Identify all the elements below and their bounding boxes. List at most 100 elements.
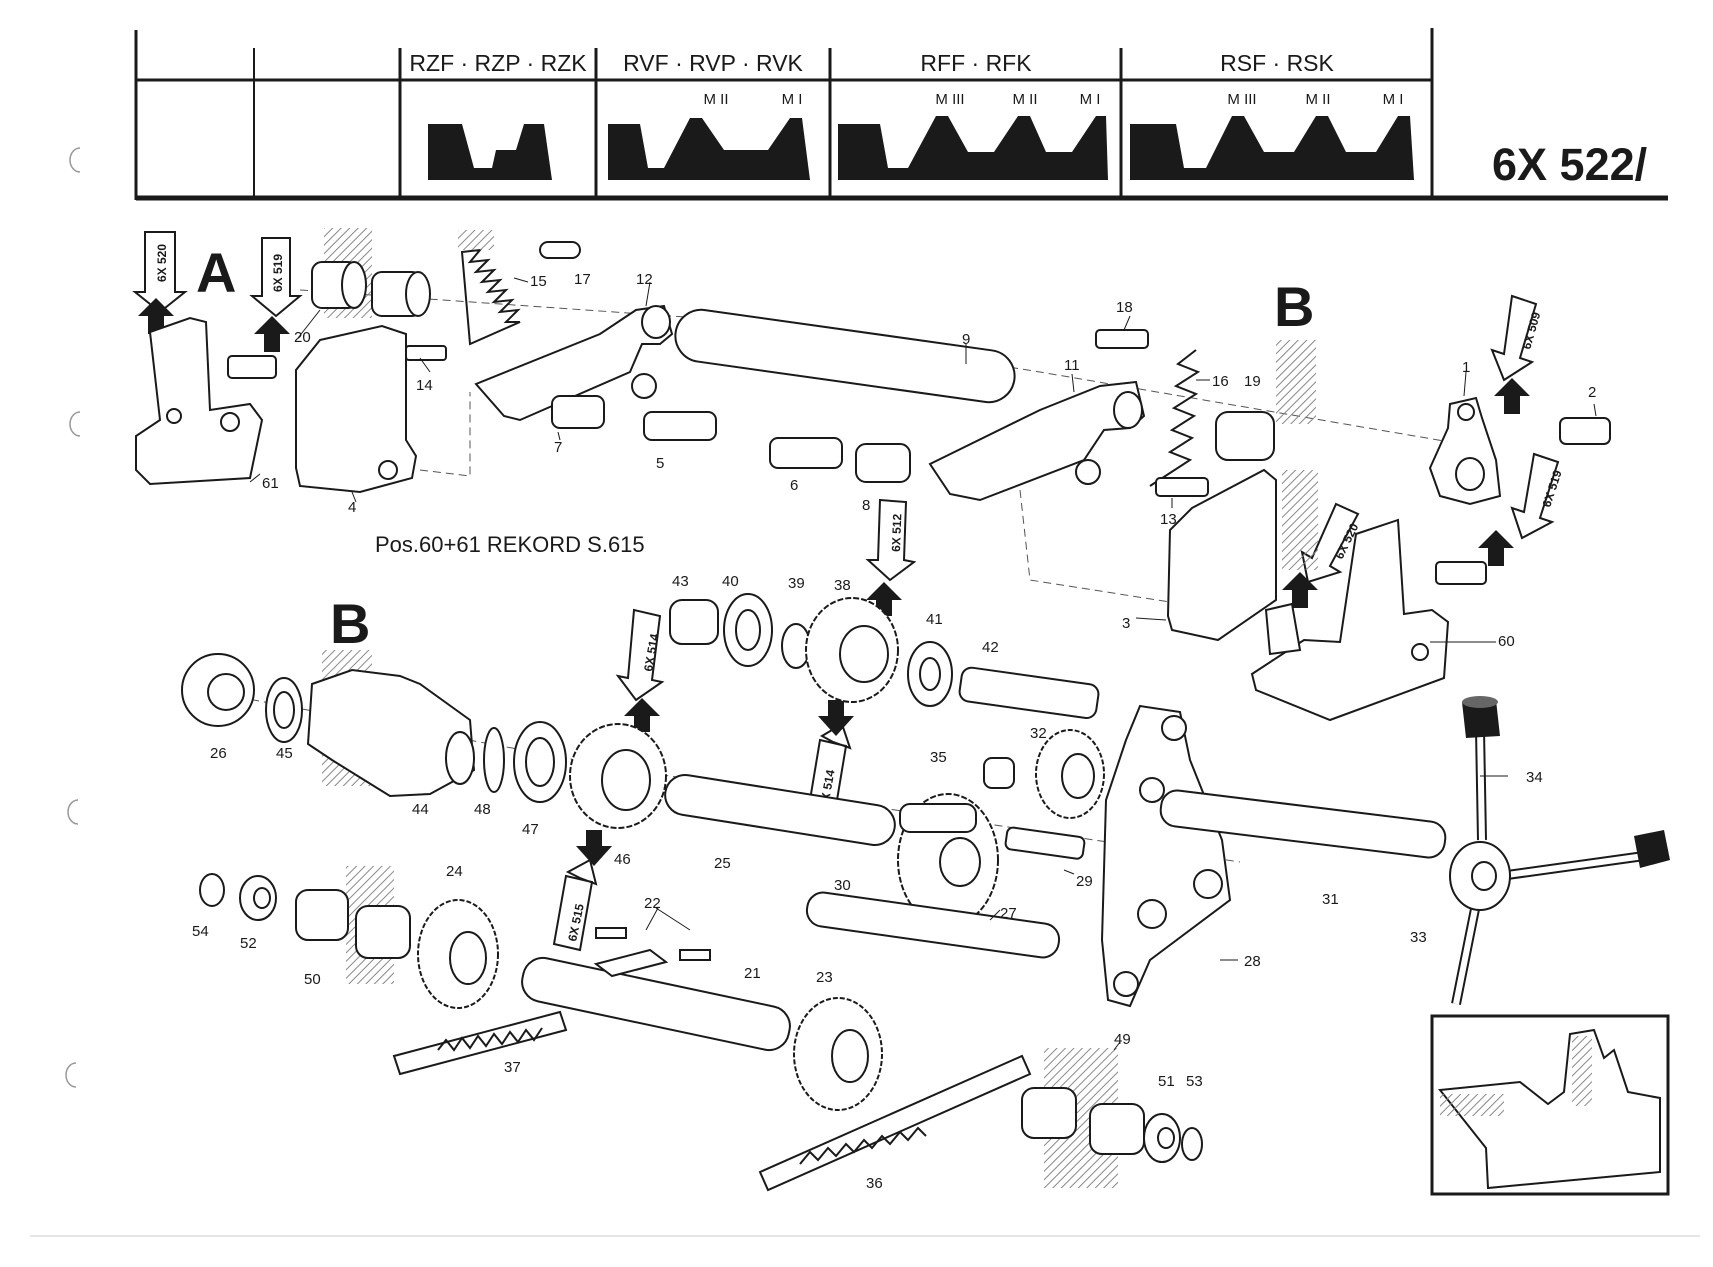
bore — [1193, 869, 1223, 899]
callout-28: 28 — [1244, 953, 1261, 970]
bearing-part-40 — [723, 593, 773, 667]
bushing-part-50 — [295, 889, 349, 941]
lever-eye — [631, 373, 657, 399]
profile-silhouettes — [428, 116, 1414, 180]
reference-arrow-6x519-b: 6X 519 — [1510, 452, 1565, 540]
callout-30: 30 — [834, 877, 851, 894]
callout-26: 26 — [210, 745, 227, 762]
lever-eye — [1113, 391, 1143, 429]
bore — [1113, 971, 1139, 997]
profile-rsf — [1130, 116, 1414, 180]
callout-31: 31 — [1322, 891, 1339, 908]
reference-label: 6X 520 — [155, 244, 169, 282]
bushing-part-43 — [669, 599, 719, 645]
screw-part-17 — [539, 241, 581, 259]
bore — [166, 408, 182, 424]
module-label: M III — [1227, 91, 1256, 108]
spring-part-15 — [460, 248, 521, 346]
callout-19: 19 — [1244, 373, 1261, 390]
hatched-section — [1276, 340, 1316, 424]
bushing-part-8 — [855, 443, 911, 483]
callout-6: 6 — [790, 477, 798, 494]
reference-arrow-6x512: 6X 512 — [865, 498, 917, 582]
module-label: M II — [1013, 91, 1038, 108]
pin-part-6 — [769, 437, 843, 469]
reference-arrow-6x519-a: 6X 519 — [249, 237, 303, 318]
callout-60: 60 — [1498, 633, 1515, 650]
axis-line — [419, 392, 471, 477]
bore — [1161, 715, 1187, 741]
header-table — [134, 28, 1668, 201]
callout-15: 15 — [530, 273, 547, 290]
bushing-pair-part-20 — [311, 261, 431, 317]
module-label: M I — [782, 91, 803, 108]
callout-13: 13 — [1160, 511, 1177, 528]
callout-45: 45 — [276, 745, 293, 762]
callout-33: 33 — [1410, 929, 1427, 946]
key-part-22 — [595, 927, 627, 939]
pin-part-5 — [643, 411, 717, 441]
callout-24: 24 — [446, 863, 463, 880]
reference-arrows: 6X 520 6X 519 6X 509 6X 519 6X 520 6X 51… — [132, 231, 1565, 952]
callout-53: 53 — [1186, 1073, 1203, 1090]
leader-lines — [249, 277, 1597, 1051]
callout-49: 49 — [1114, 1031, 1131, 1048]
callout-17: 17 — [574, 271, 591, 288]
key-part-22b — [679, 949, 711, 961]
callout-40: 40 — [722, 573, 739, 590]
circlip-part-53 — [1181, 1127, 1203, 1161]
bolt-part-13 — [1155, 477, 1209, 497]
key-plate — [593, 948, 669, 978]
header-column-rff: RFF · RFK — [920, 50, 1032, 76]
set-screw — [1435, 561, 1487, 585]
callout-3: 3 — [1122, 615, 1130, 632]
module-label: M II — [1306, 91, 1331, 108]
callout-44: 44 — [412, 801, 429, 818]
reference-arrow-6x509: 6X 509 — [1490, 294, 1543, 382]
bore — [1137, 899, 1167, 929]
handwheel-part-33 — [1449, 729, 1645, 1005]
shaft-part-25 — [664, 773, 896, 847]
bearing-part-47 — [513, 721, 567, 803]
side-plate-part-3 — [1166, 468, 1277, 642]
callout-20: 20 — [294, 329, 311, 346]
module-label: M I — [1383, 91, 1404, 108]
gear-part-32 — [1035, 729, 1105, 819]
callout-7: 7 — [554, 439, 562, 456]
direction-arrows — [138, 298, 1530, 866]
bushing-part-49b — [1089, 1103, 1145, 1155]
washer-part-51 — [1143, 1113, 1181, 1163]
header-column-rzf: RZF · RZP · RZK — [409, 50, 587, 76]
header-column-rsf: RSF · RSK — [1220, 50, 1334, 76]
callout-27: 27 — [1000, 905, 1017, 922]
callout-43: 43 — [672, 573, 689, 590]
callout-61: 61 — [262, 475, 279, 492]
callout-numbers: 1 2 3 4 5 6 7 8 9 11 12 13 14 15 16 17 1… — [192, 271, 1596, 1192]
hatched-section — [1282, 470, 1318, 570]
reference-arrow-6x515: 6X 515 — [552, 858, 598, 952]
header-column-rvf: RVF · RVP · RVK — [623, 50, 803, 76]
handle-knob-part-34 — [1462, 700, 1500, 738]
view-label-b-lower: B — [330, 592, 370, 655]
callout-52: 52 — [240, 935, 257, 952]
profile-rff — [838, 116, 1108, 180]
gear-part-38 — [805, 597, 899, 703]
stud-part-42 — [958, 666, 1100, 720]
binder-punch-holes — [65, 147, 81, 1088]
side-plate-part-4 — [295, 324, 418, 494]
bore — [1411, 643, 1429, 661]
callout-23: 23 — [816, 969, 833, 986]
bolt-part-2 — [1559, 417, 1611, 445]
reference-arrow-6x514-upper: 6X 514 — [615, 608, 665, 702]
view-label-a: A — [196, 241, 236, 304]
reference-label: 6X 514 — [641, 632, 661, 672]
callout-5: 5 — [656, 455, 664, 472]
callout-1: 1 — [1462, 359, 1470, 376]
spring-part-16 — [1149, 349, 1201, 487]
bracket-part-61 — [135, 316, 264, 486]
set-screw — [1264, 602, 1302, 656]
callout-32: 32 — [1030, 725, 1047, 742]
plate-part-28 — [1100, 704, 1232, 1008]
gear-part-26 — [181, 653, 255, 727]
reference-label: 6X 512 — [889, 513, 904, 552]
